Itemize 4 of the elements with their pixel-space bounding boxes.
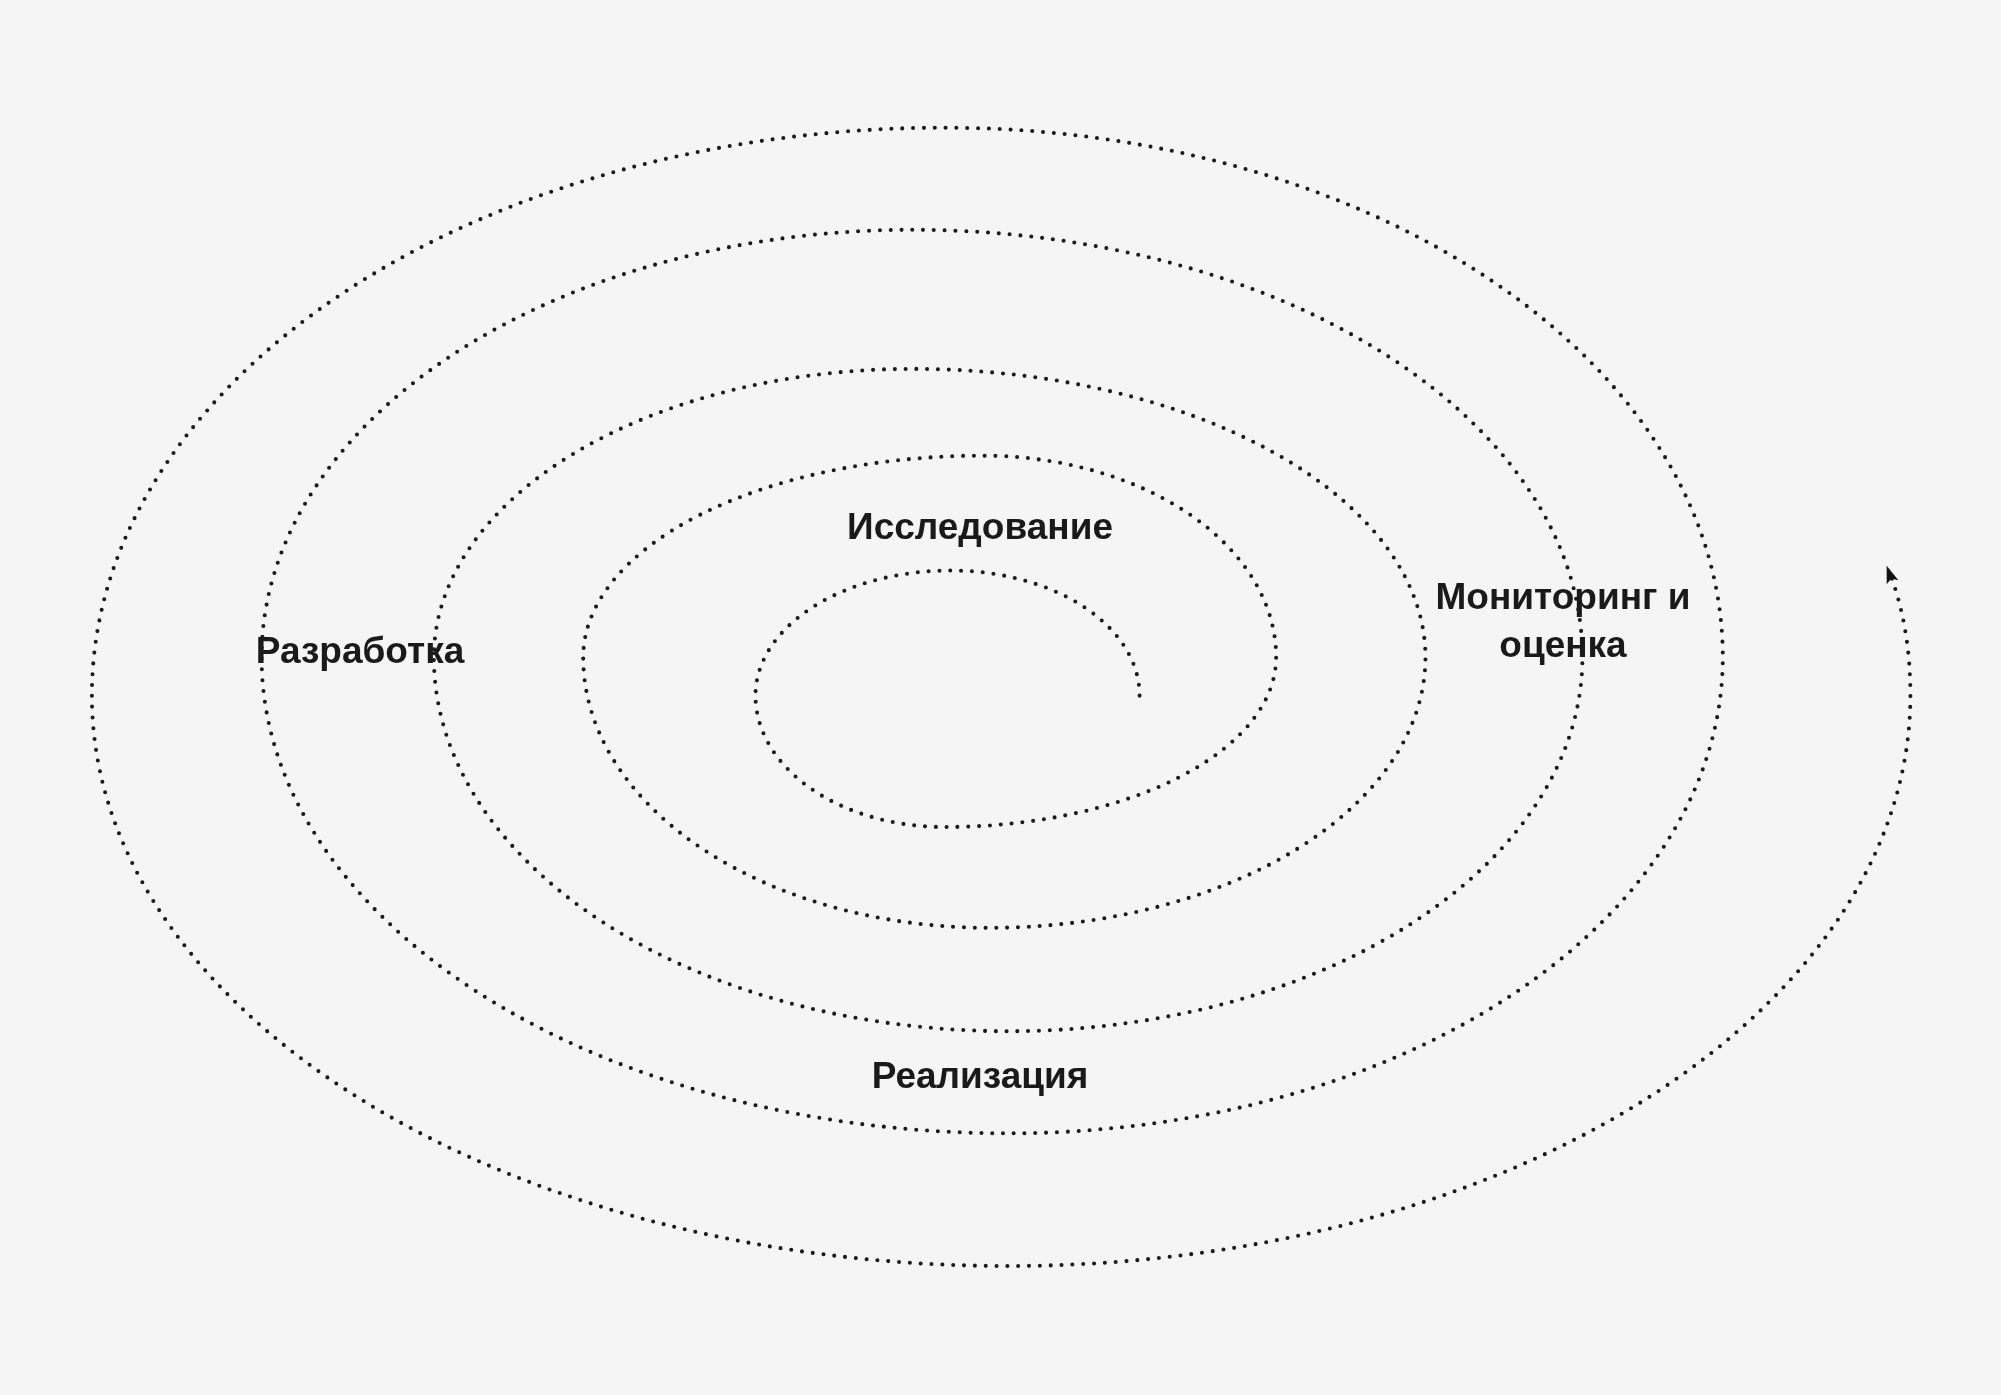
stage-label: Реализация — [870, 1053, 1090, 1098]
stage-label: Разработка — [254, 628, 466, 673]
stage-label: Исследование — [846, 504, 1114, 549]
stage-label: Мониторинг и оценка — [1434, 574, 1692, 667]
